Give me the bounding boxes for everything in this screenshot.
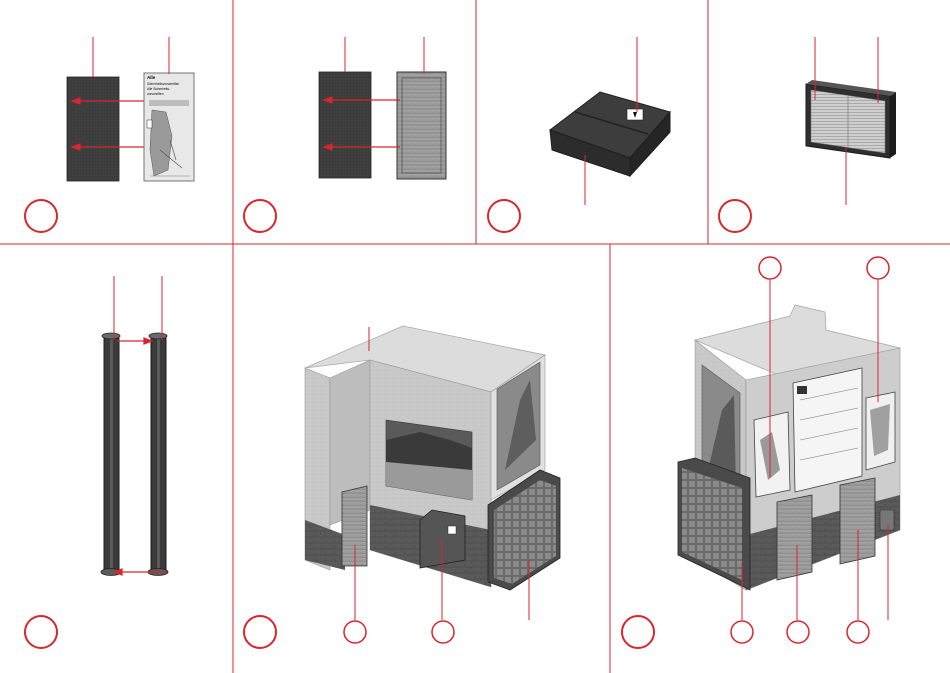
step-3-panel bbox=[488, 37, 670, 232]
step-5-panel bbox=[25, 276, 168, 648]
small-circle-icon bbox=[847, 621, 869, 643]
number-circle-icon bbox=[488, 200, 520, 232]
small-circle-icon bbox=[867, 257, 889, 279]
small-circle-icon bbox=[731, 621, 753, 643]
poster-line-2: Sicherheitsvorschriften bbox=[147, 82, 179, 86]
number-circle-icon bbox=[244, 616, 276, 648]
number-circle-icon bbox=[719, 200, 751, 232]
poster-line-3: Alle Sicherheits- bbox=[147, 87, 170, 91]
small-circle-icon bbox=[432, 621, 454, 643]
wooden-door-left bbox=[777, 495, 812, 580]
small-circle-icon bbox=[344, 621, 366, 643]
step-4-panel bbox=[719, 37, 896, 232]
number-circle-icon bbox=[622, 616, 654, 648]
step-2-panel bbox=[244, 37, 446, 232]
wooden-door bbox=[397, 72, 446, 179]
step-7-panel bbox=[622, 257, 900, 648]
number-circle-icon bbox=[25, 200, 57, 232]
poster-sign bbox=[147, 120, 152, 128]
small-box bbox=[880, 510, 894, 530]
small-circle-icon bbox=[759, 257, 781, 279]
small-circle-icon bbox=[787, 621, 809, 643]
step-1-panel: Alle Sicherheitsvorschriften Alle Sicher… bbox=[25, 37, 194, 232]
poster-textblock bbox=[149, 100, 189, 106]
number-circle-icon bbox=[244, 200, 276, 232]
dark-board bbox=[319, 72, 371, 178]
step-6-panel bbox=[244, 326, 560, 648]
number-circle-icon bbox=[25, 616, 57, 648]
dark-board bbox=[67, 77, 119, 181]
poster-line-4: vorschriften bbox=[147, 92, 164, 96]
poster-title: Alle bbox=[147, 75, 156, 80]
